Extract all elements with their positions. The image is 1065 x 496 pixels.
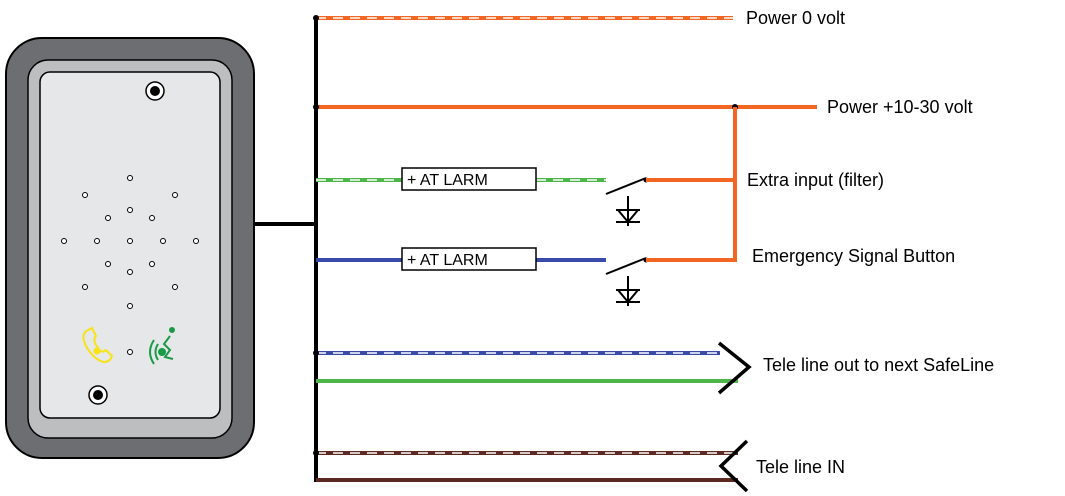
diode-icon xyxy=(616,196,640,226)
power-0-label: Power 0 volt xyxy=(746,8,845,28)
alarm-box-1: + AT LARM xyxy=(401,167,537,191)
speaking-head-icon xyxy=(149,327,175,365)
power-positive-label: Power +10-30 volt xyxy=(827,97,973,117)
power-0-line xyxy=(313,15,733,21)
emergency-label: Emergency Signal Button xyxy=(752,246,955,266)
tele-out-label: Tele line out to next SafeLine xyxy=(763,355,994,375)
alarm-box-2: + AT LARM xyxy=(401,247,537,271)
diode-icon xyxy=(616,276,640,306)
tele-in-lines xyxy=(313,450,738,482)
switch-icon xyxy=(605,257,649,275)
chevron-arrow-icon xyxy=(717,341,752,395)
tele-in-label: Tele line IN xyxy=(756,457,845,477)
alarm-box-2-label: + AT LARM xyxy=(407,252,488,269)
panel-faceplate xyxy=(39,71,221,419)
screw-icon xyxy=(88,385,108,405)
intercom-panel xyxy=(5,37,255,459)
chevron-arrow-icon xyxy=(718,439,749,493)
phone-handset-icon xyxy=(82,326,114,364)
tele-out-lines xyxy=(313,350,738,383)
speaker-holes xyxy=(61,175,199,355)
screw-icon xyxy=(145,81,165,101)
power-positive-line xyxy=(313,104,817,260)
alarm-box-1-label: + AT LARM xyxy=(407,172,488,189)
extra-input-label: Extra input (filter) xyxy=(747,170,884,190)
switch-icon xyxy=(605,177,649,195)
